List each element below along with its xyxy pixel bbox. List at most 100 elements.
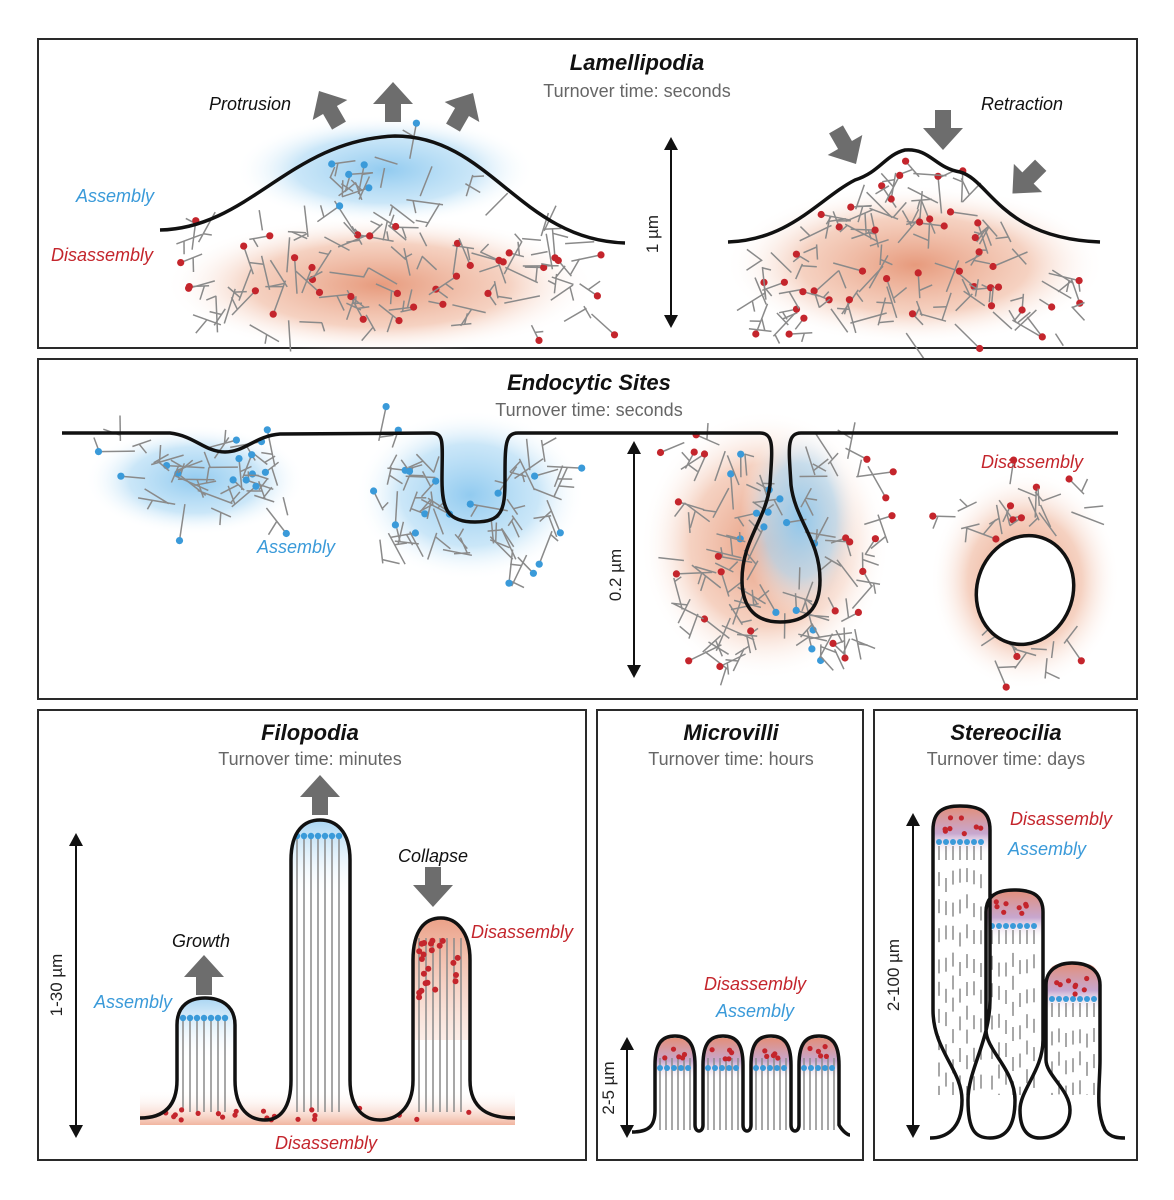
actin-filament — [1005, 512, 1011, 526]
actin-filament — [227, 286, 241, 299]
actin-end-dot — [235, 455, 243, 463]
actin-filament — [132, 439, 152, 448]
actin-filament — [1010, 296, 1024, 302]
actin-end-dot — [817, 210, 825, 219]
actin-end-dot — [916, 218, 924, 226]
actin-end-dot — [597, 251, 605, 259]
actin-filament — [855, 292, 864, 303]
actin-end-dot — [709, 1047, 715, 1053]
actin-end-dot — [1003, 923, 1009, 929]
vesicle — [974, 533, 1076, 647]
actin-filament — [534, 468, 559, 477]
actin-end-dot — [854, 608, 863, 617]
scale-label: 1-30 µm — [47, 954, 66, 1017]
actin-filament — [964, 253, 982, 264]
actin-end-dot — [770, 1052, 777, 1059]
actin-filament — [736, 633, 758, 637]
actin-filament — [177, 478, 215, 481]
actin-filament — [762, 267, 772, 271]
actin-filament — [295, 270, 321, 293]
actin-filament — [1084, 505, 1104, 509]
actin-filament — [789, 332, 813, 335]
actin-end-dot — [1001, 909, 1007, 915]
actin-filament — [976, 227, 987, 243]
filopodia-scale-bar: 1-30 µm — [47, 833, 83, 1138]
actin-end-dot — [792, 250, 801, 258]
actin-filament — [877, 297, 887, 326]
assembly-label: Assembly — [715, 1001, 795, 1021]
actin-end-dot — [248, 451, 256, 459]
actin-filament — [719, 653, 746, 668]
actin-end-dot — [719, 1065, 725, 1071]
actin-filament — [552, 232, 569, 239]
actin-filament — [917, 272, 921, 299]
actin-filament — [215, 295, 219, 333]
actin-filament — [875, 185, 890, 195]
actin-filament — [718, 555, 753, 564]
actin-end-dot — [610, 331, 619, 339]
actin-filament — [301, 267, 313, 294]
actin-end-dot — [817, 656, 825, 665]
actin-filament — [569, 258, 581, 276]
actin-end-dot — [957, 839, 963, 845]
actin-filament — [1038, 512, 1057, 537]
actin-filament — [781, 311, 788, 320]
actin-filament — [501, 528, 517, 560]
actin-filament — [689, 510, 697, 529]
actin-filament — [687, 463, 699, 473]
scale-label: 2-5 µm — [599, 1061, 618, 1114]
actin-filament — [729, 536, 734, 556]
actin-end-dot — [428, 940, 434, 947]
actin-filament — [551, 229, 556, 258]
actin-filament — [389, 474, 403, 485]
actin-filament — [207, 439, 237, 449]
actin-filament — [334, 163, 339, 177]
actin-end-dot — [554, 256, 562, 265]
actin-end-dot — [418, 940, 425, 947]
actin-end-dot — [1073, 982, 1079, 988]
actin-filament — [387, 532, 406, 565]
actin-filament — [708, 641, 729, 655]
actin-filament — [394, 491, 399, 525]
actin-filament — [815, 244, 819, 260]
actin-filament — [913, 172, 947, 177]
actin-filament — [825, 539, 850, 543]
actin-filament — [370, 220, 381, 227]
actin-filament — [479, 264, 500, 273]
actin-filament — [444, 282, 454, 291]
assembly-label: Assembly — [1007, 839, 1087, 859]
actin-filament — [386, 467, 393, 485]
actin-filament — [428, 275, 457, 296]
actin-filament — [452, 243, 459, 275]
actin-end-dot — [1077, 657, 1085, 665]
actin-filament — [851, 584, 874, 609]
actin-filament — [1041, 280, 1072, 300]
actin-end-dot — [859, 567, 867, 576]
actin-end-dot — [495, 256, 503, 264]
actin-end-dot — [1016, 905, 1022, 911]
actin-filament — [510, 520, 520, 538]
actin-filament — [819, 655, 834, 671]
assembly-label: Assembly — [93, 992, 173, 1012]
actin-filament — [213, 436, 230, 459]
actin-filament — [674, 503, 685, 518]
actin-end-dot — [946, 208, 955, 216]
actin-end-dot — [950, 839, 956, 845]
actin-filament — [1045, 671, 1060, 680]
actin-end-dot — [762, 1048, 768, 1054]
actin-filament — [321, 322, 326, 332]
lamellipodia-turnover: Turnover time: seconds — [543, 81, 730, 101]
actin-filament — [721, 624, 755, 641]
actin-end-dot — [366, 232, 374, 240]
actin-filament — [865, 553, 875, 558]
actin-filament — [892, 287, 908, 299]
actin-filament — [838, 270, 847, 289]
stereocilia-turnover: Turnover time: days — [927, 749, 1085, 769]
actin-end-dot — [439, 300, 447, 308]
actin-filament — [726, 662, 730, 675]
actin-filament — [197, 489, 233, 505]
actin-filament — [209, 310, 222, 316]
actin-filament — [960, 178, 971, 196]
actin-filament — [522, 237, 541, 242]
actin-filament — [745, 483, 761, 492]
